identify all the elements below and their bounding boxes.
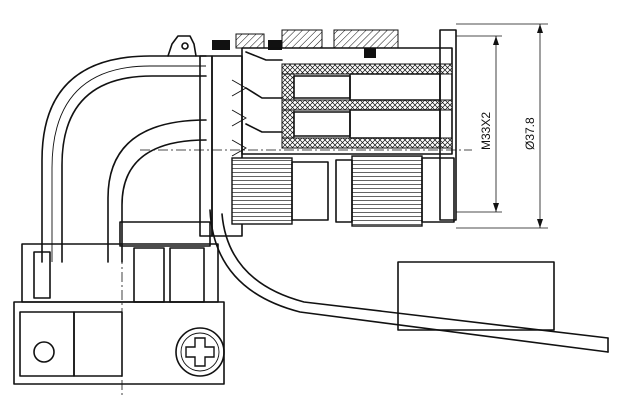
- thread-dimension-label: M33X2: [479, 112, 493, 150]
- elbow-housing: [41, 55, 207, 263]
- knurled-nut-right: [335, 155, 455, 227]
- seal-rings: [212, 29, 399, 58]
- dimension-lines: [456, 23, 548, 229]
- top-latch: [167, 35, 197, 57]
- screw-head: [175, 327, 225, 377]
- diameter-dimension-label: Ø37.8: [523, 117, 537, 150]
- flat-strap: [209, 209, 609, 353]
- knurled-nut-left: [231, 157, 329, 225]
- eyelet: [33, 341, 55, 363]
- centerlines: [121, 149, 472, 398]
- lower-fitting: [13, 221, 225, 385]
- coupling-body: [241, 29, 457, 221]
